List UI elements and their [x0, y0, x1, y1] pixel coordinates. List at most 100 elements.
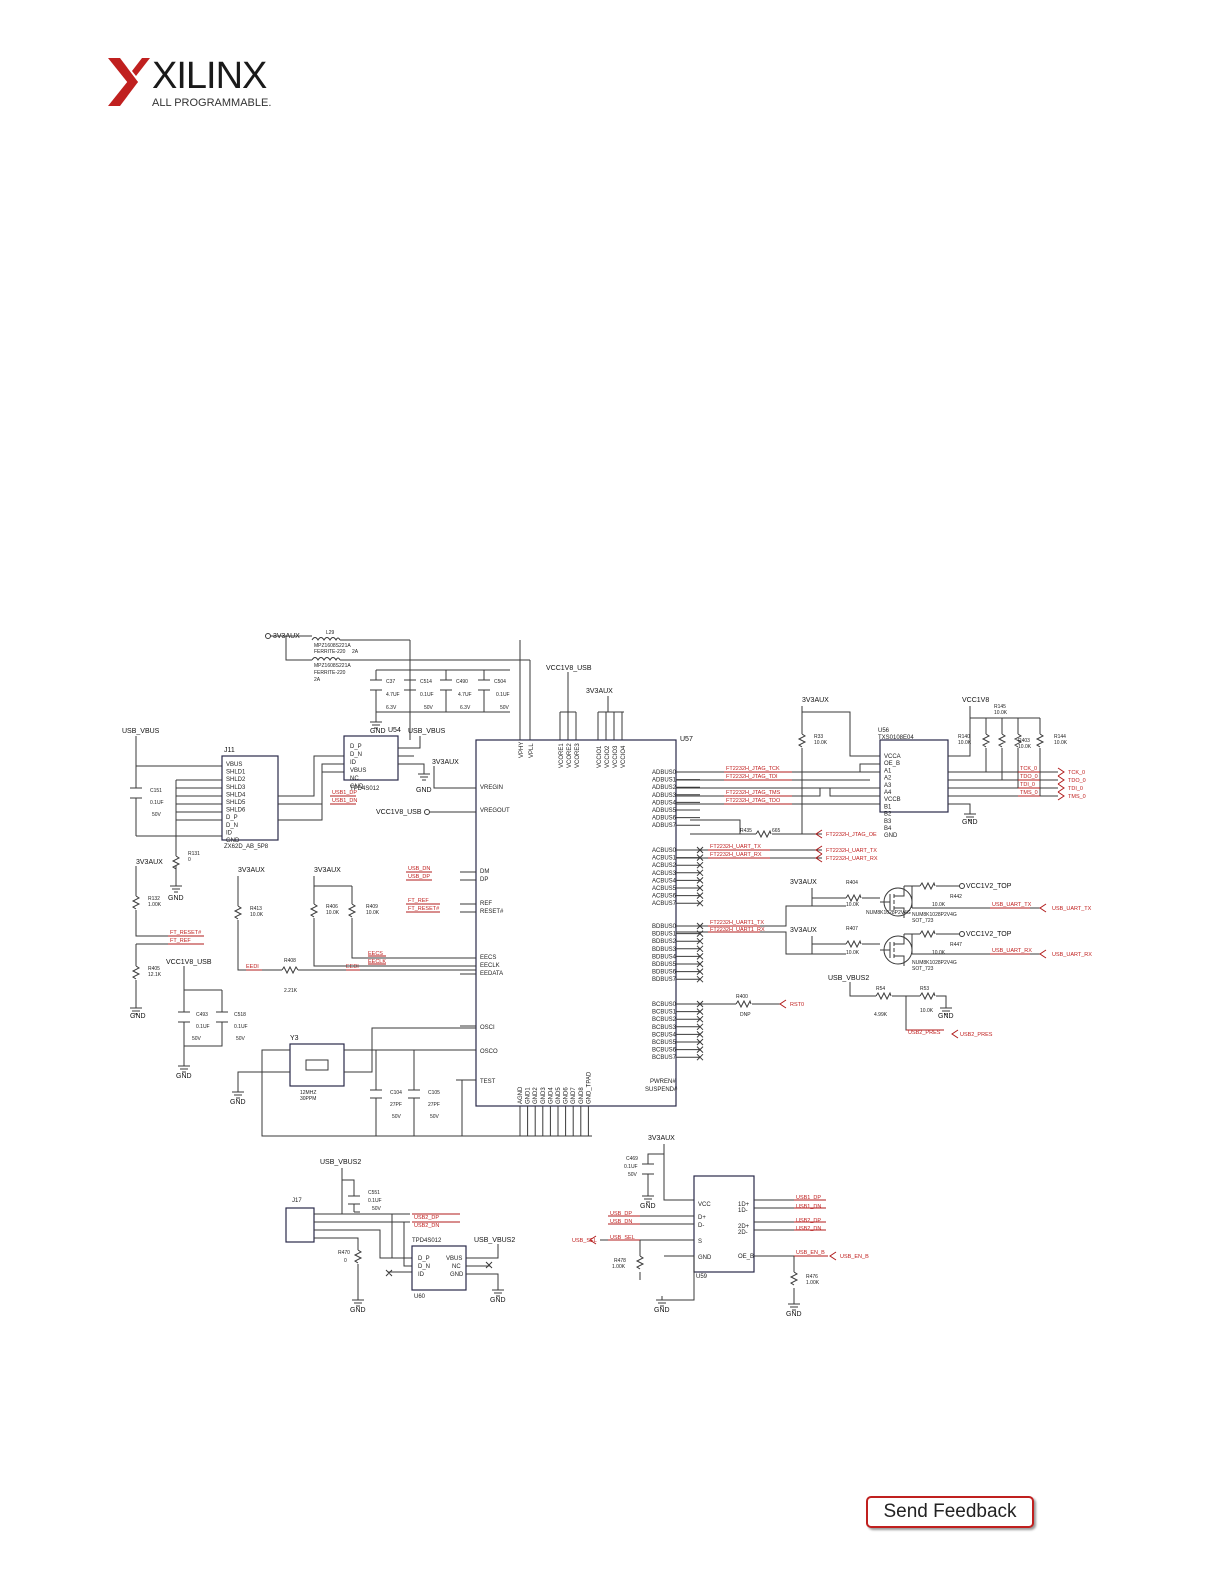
pin-stub	[676, 945, 704, 953]
bcbus-pin-label: BCBUS1	[652, 1010, 677, 1016]
ref-r470: R470	[338, 1250, 350, 1256]
aux-left-label: 3V3AUX	[136, 859, 163, 866]
port-usb-uart-tx: USB_UART_TX	[1052, 906, 1092, 912]
u59-oe: OE_B	[738, 1254, 754, 1260]
gnd-c469: GND	[640, 1203, 656, 1210]
pin-stub	[676, 899, 704, 907]
u59-2dn: 2D-	[738, 1230, 748, 1236]
net-eedi-l: EEDI	[246, 964, 259, 970]
u59-ref: U59	[696, 1274, 708, 1280]
u59-vcc: VCC	[698, 1202, 711, 1208]
bcbus-pin-label: BCBUS5	[652, 1040, 677, 1046]
val-r404: 10.0K	[846, 902, 860, 908]
pkg-q-tx: SOT_723	[912, 918, 934, 924]
val-r403: 10.0K	[1018, 744, 1032, 750]
ref-r406: R406	[326, 904, 338, 910]
u54-pins-pin-label: D_N	[350, 752, 362, 758]
ref-r131: R131	[188, 851, 200, 857]
vcc1v8-usb-b-label: VCC1V8_USB	[376, 809, 422, 816]
vcc1v8-usb-label: VCC1V8_USB	[546, 665, 592, 672]
u54-name: TPD4S012	[350, 786, 380, 792]
val-r476: 1.00K	[806, 1280, 820, 1286]
net-tck0: TCK_0	[1020, 766, 1037, 772]
val-r408: 2.21K	[284, 988, 298, 994]
ref-r405: R405	[148, 966, 160, 972]
net-ft-ref: FT_REF	[408, 898, 429, 904]
val-r144: 10.0K	[1054, 740, 1068, 746]
pin-stub	[676, 937, 704, 945]
rate-c518: 50V	[236, 1036, 246, 1042]
u60-dp: D_P	[418, 1256, 430, 1262]
j11-pins-pin-label: GND	[226, 838, 240, 844]
u56-ref: U56	[878, 728, 890, 734]
net-usb-dn-mux: USB_DN	[610, 1219, 632, 1225]
pin-stub	[676, 1031, 704, 1038]
net-ft-reset: FT_RESET#	[408, 906, 440, 912]
pin-stub	[676, 869, 704, 877]
ref-r413: R413	[250, 906, 262, 912]
xilinx-x-mark-icon	[108, 58, 150, 106]
rate-c104: 50V	[392, 1114, 402, 1120]
u59-gnd: GND	[698, 1255, 712, 1261]
adbus-pin-label: ADBUS6	[652, 816, 677, 822]
val-c-d: 0.1UF	[496, 692, 510, 698]
u60-dn: D_N	[418, 1264, 430, 1270]
pin-test: TEST	[480, 1079, 496, 1085]
adbus-pin-label: ADBUS0	[652, 770, 677, 776]
ref-c-d: C504	[494, 679, 506, 685]
ref-r478: R478	[614, 1258, 626, 1264]
gnd-pin-label: GND3	[541, 1087, 547, 1104]
j11-pins-pin-label: SHLD6	[226, 808, 246, 814]
u56-pins-pin-label: B2	[884, 812, 892, 818]
ref-c518: C518	[234, 1012, 246, 1018]
pin-stub	[676, 953, 704, 960]
val-r53: 10.0K	[920, 1008, 934, 1014]
u56-pins-pin-label: B4	[884, 826, 892, 832]
gnd-r476: GND	[786, 1311, 802, 1318]
port-usb-uart-rx: USB_UART_RX	[1052, 952, 1092, 958]
send-feedback-button[interactable]: Send Feedback	[866, 1496, 1034, 1528]
left-config-network: 3V3AUX R132 1.00K R405 12.1K FT_RESET# F…	[130, 859, 592, 1137]
aux-l2-label: 3V3AUX	[238, 867, 265, 874]
gnd-j17: GND	[350, 1307, 366, 1314]
gnd-label-caps: GND	[370, 728, 386, 735]
bcbus-pin-label: BCBUS7	[652, 1055, 677, 1061]
bcbus-pin-label: BCBUS3	[652, 1025, 677, 1031]
acbus-pin-label: ACBUS3	[652, 871, 677, 877]
val-c551: 0.1UF	[368, 1198, 382, 1204]
net-uart-rx: FT2232H_UART_RX	[710, 852, 762, 858]
ref-r140: R140	[958, 734, 970, 740]
net-usb-uart-rx: USB_UART_RX	[992, 948, 1032, 954]
gnd-pin-label: GND2	[533, 1087, 539, 1104]
ref-r403: R403	[1018, 738, 1030, 744]
u54-pins-pin-label: GND	[350, 784, 364, 790]
name-q-rx: NUM8K1028P2V4G	[912, 960, 957, 966]
ref-r409: R409	[366, 904, 378, 910]
rate-c105: 50V	[430, 1114, 440, 1120]
pin-osco: OSCO	[480, 1049, 498, 1055]
pin-vccio4: VCCIO4	[621, 745, 627, 768]
rate-c-d: 50V	[500, 705, 510, 711]
pin-stub	[676, 1038, 704, 1046]
aux-l3-label: 3V3AUX	[314, 867, 341, 874]
u56-pins-pin-label: VCCB	[884, 797, 901, 803]
aux-right-label: 3V3AUX	[802, 697, 829, 704]
val-c469: 0.1UF	[624, 1164, 638, 1170]
usb-vbus2-label: USB_VBUS2	[828, 975, 869, 982]
port-tdi0: TDI_0	[1068, 786, 1083, 792]
ref-r145: R145	[994, 704, 1006, 710]
pin-dm: DM	[480, 869, 489, 875]
u59-1dp: 1D+	[738, 1202, 750, 1208]
net-usb-dp: USB_DP	[408, 874, 430, 880]
val-ferrite-i: 2A	[352, 649, 359, 655]
ref-c104: C104	[390, 1090, 402, 1096]
val-r406: 10.0K	[326, 910, 340, 916]
val-l29: MPZ1608S221A	[314, 643, 351, 649]
gnd-u56: GND	[962, 819, 978, 826]
rate-c151: 50V	[152, 812, 162, 818]
val-r33: 10.0K	[814, 740, 828, 746]
net-usb2-dn-mux: USB2_DN	[796, 1226, 821, 1232]
net-usb2-dp: USB2_DP	[414, 1215, 439, 1221]
val-r131: 0	[188, 857, 191, 863]
